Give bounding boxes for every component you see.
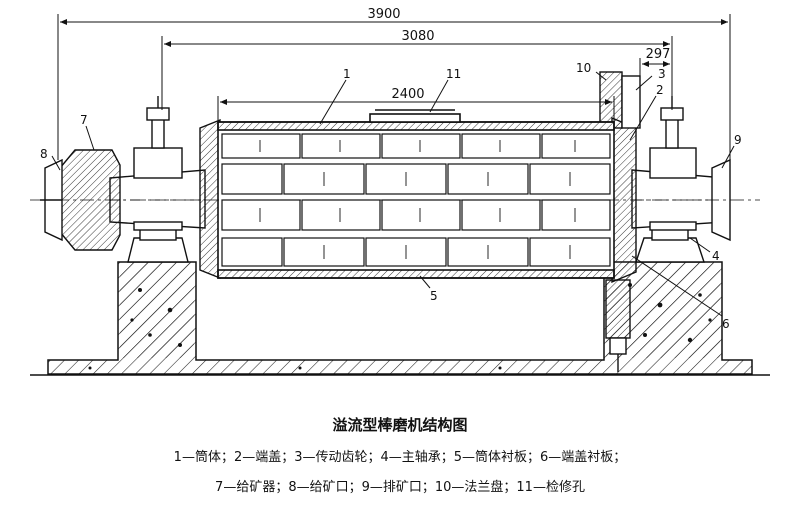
callout-2: 2: [656, 83, 664, 97]
rod-mill-drawing: 3900 3080 2400 297: [30, 7, 770, 376]
shell-liners: [221, 133, 611, 267]
callout-11: 11: [446, 67, 461, 81]
callout-8: 8: [40, 147, 48, 161]
callouts: 1 2 3 4 5 6 7 8 9 10 11: [40, 61, 742, 331]
dim-297: 297: [646, 47, 671, 62]
callout-3: 3: [658, 67, 666, 81]
figure-title: 溢流型棒磨机结构图: [332, 416, 468, 434]
feed-end: [40, 96, 206, 251]
callout-4: 4: [712, 249, 720, 263]
leader-lines: [51, 71, 735, 317]
callout-6: 6: [722, 317, 730, 331]
dim-2400: 2400: [391, 87, 424, 102]
callout-1: 1: [343, 67, 351, 81]
dim-3080: 3080: [401, 29, 434, 44]
callout-10: 10: [576, 61, 591, 75]
callout-9: 9: [734, 133, 742, 147]
dim-3900: 3900: [367, 7, 400, 22]
legend-line-2: 7—给矿器；8—给矿口；9—排矿口；10—法兰盘；11—检修孔: [215, 480, 585, 495]
discharge-end: [631, 96, 731, 242]
drive-gear: [599, 71, 641, 372]
bearing-pedestals: [127, 225, 705, 263]
dimension-lines: [30, 14, 760, 201]
callout-5: 5: [430, 289, 438, 303]
legend-line-1: 1—筒体；2—端盖；3—传动齿轮；4—主轴承；5—筒体衬板；6—端盖衬板；: [173, 450, 627, 465]
foundation: [30, 261, 770, 376]
callout-7: 7: [80, 113, 88, 127]
